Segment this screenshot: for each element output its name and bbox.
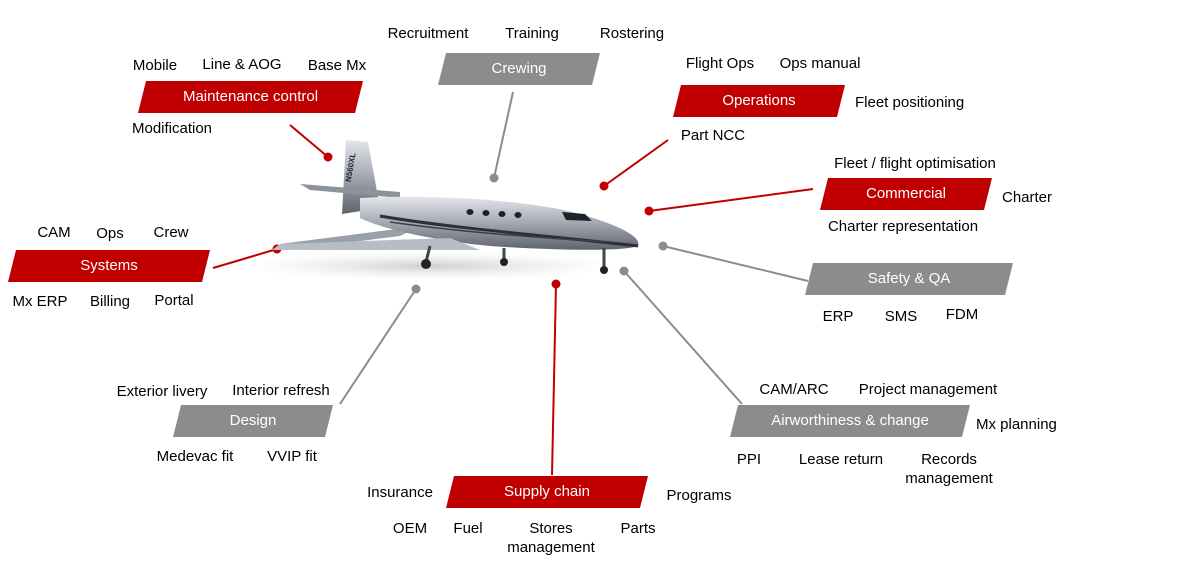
item-oem: OEM [392,520,428,537]
crewing-badge: Crewing [438,53,600,85]
operations-connector [603,139,669,187]
safety-qa-badge-label: Safety & QA [867,270,951,287]
item-recruitment: Recruitment [387,25,469,42]
item-flight-ops: Flight Ops [685,55,755,72]
supply-chain-badge: Supply chain [446,476,648,508]
item-medevac-fit: Medevac fit [156,448,234,465]
maintenance-control-badge-label: Maintenance control [182,88,319,105]
operations-badge-label: Operations [722,92,796,109]
item-programs: Programs [666,487,732,504]
systems-badge: Systems [8,250,210,282]
item-part-ncc: Part NCC [680,127,746,144]
item-fleet-positioning: Fleet positioning [855,94,965,111]
design-badge-label: Design [229,412,277,429]
item-line-aog: Line & AOG [202,56,282,73]
item-records-management: Records management [905,451,993,487]
operations-connector-dot [599,181,609,191]
design-connector [339,288,417,405]
item-erp: ERP [822,308,854,325]
commercial-connector-dot [644,206,654,216]
maintenance-control-connector [289,124,329,158]
item-charter-representation: Charter representation [827,218,979,235]
item-fleet-flight-optimisation: Fleet / flight optimisation [834,155,996,172]
item-sms: SMS [884,308,918,325]
item-ops-manual: Ops manual [779,55,861,72]
item-parts: Parts [620,520,656,537]
design-badge: Design [173,405,333,437]
item-training: Training [505,25,559,42]
maintenance-control-connector-dot [323,152,333,162]
item-cam: CAM [37,224,71,241]
operations-badge: Operations [673,85,845,117]
safety-qa-connector-dot [658,241,668,251]
commercial-badge: Commercial [820,178,992,210]
item-interior-refresh: Interior refresh [232,382,330,399]
item-mx-planning: Mx planning [976,416,1057,433]
item-fuel: Fuel [453,520,483,537]
item-exterior-livery: Exterior livery [116,383,208,400]
design-connector-dot [411,284,421,294]
item-billing: Billing [89,293,131,310]
systems-connector [212,248,278,269]
systems-badge-label: Systems [80,257,138,274]
item-fdm: FDM [945,306,979,323]
item-mx-erp: Mx ERP [12,293,68,310]
supply-chain-connector-dot [551,279,561,289]
airworthiness-connector-dot [619,266,629,276]
item-modification: Modification [131,120,213,137]
item-project-management: Project management [858,381,998,398]
supply-chain-connector [551,283,557,476]
item-base-mx: Base Mx [307,57,367,74]
crewing-connector [493,91,514,179]
crewing-connector-dot [489,173,499,183]
item-stores-management: Stores management [507,520,595,556]
airworthiness-connector [623,270,743,405]
commercial-badge-label: Commercial [865,185,946,202]
item-ops: Ops [96,225,124,242]
crewing-badge-label: Crewing [491,60,547,77]
business-jet-illustration: N560XL [250,140,639,280]
maintenance-control-badge: Maintenance control [138,81,363,113]
item-vvip-fit: VVIP fit [267,448,317,465]
safety-qa-connector [662,245,809,282]
item-portal: Portal [154,292,194,309]
supply-chain-badge-label: Supply chain [504,483,590,500]
item-ppi: PPI [736,451,762,468]
airworthiness-badge: Airworthiness & change [730,405,970,437]
item-cam-arc: CAM/ARC [759,381,829,398]
item-lease-return: Lease return [798,451,884,468]
airworthiness-badge-label: Airworthiness & change [771,412,929,429]
item-rostering: Rostering [599,25,665,42]
item-crew: Crew [153,224,189,241]
safety-qa-badge: Safety & QA [805,263,1013,295]
item-charter: Charter [1002,189,1053,206]
commercial-connector [648,188,814,212]
item-insurance: Insurance [367,484,433,501]
item-mobile: Mobile [132,57,178,74]
